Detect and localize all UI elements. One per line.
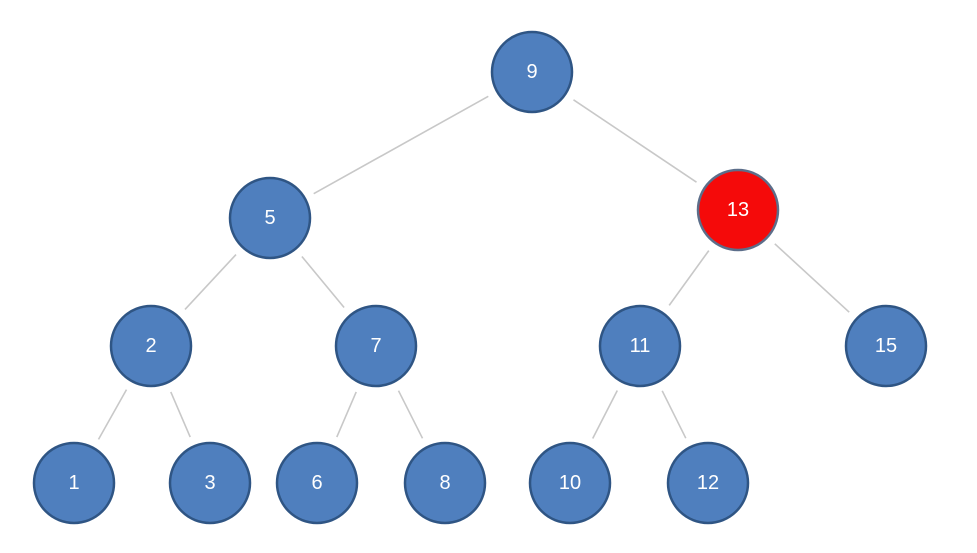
tree-edge-11-10 (591, 390, 619, 439)
node-label: 1 (68, 472, 79, 494)
tree-node-7: 7 (334, 304, 418, 388)
node-label: 3 (204, 472, 215, 494)
node-circle (403, 441, 487, 525)
tree-node-15: 15 (844, 304, 928, 388)
tree-edge-9-13 (573, 99, 697, 183)
node-circle (334, 304, 418, 388)
highlighted-node-circle (696, 168, 780, 252)
tree-node-5: 5 (228, 176, 312, 260)
node-label: 8 (439, 472, 450, 494)
tree-node-12: 12 (666, 441, 750, 525)
node-label: 7 (370, 335, 381, 357)
node-circle (168, 441, 252, 525)
tree-edge-13-11 (668, 250, 710, 306)
tree-edge-2-3 (170, 391, 191, 438)
tree-node-3: 3 (168, 441, 252, 525)
tree-node-9: 9 (490, 30, 574, 114)
tree-edge-7-8 (397, 390, 424, 439)
node-circle (666, 441, 750, 525)
tree-edge-5-2 (184, 254, 237, 310)
tree-node-1: 1 (32, 441, 116, 525)
tree-edge-11-12 (661, 390, 687, 439)
node-circle (275, 441, 359, 525)
node-label: 9 (526, 61, 537, 83)
node-circle (109, 304, 193, 388)
node-label: 6 (311, 472, 322, 494)
node-circle (490, 30, 574, 114)
node-circle (528, 441, 612, 525)
node-circle (598, 304, 682, 388)
tree-edge-9-5 (313, 95, 489, 195)
tree-node-11: 11 (598, 304, 682, 388)
tree-edges (97, 95, 850, 440)
tree-edge-2-1 (97, 389, 128, 440)
tree-node-8: 8 (403, 441, 487, 525)
tree-node-6: 6 (275, 441, 359, 525)
tree-edge-5-7 (301, 255, 345, 309)
tree-edge-13-15 (774, 243, 850, 313)
tree-node-13: 13 (696, 168, 780, 252)
node-circle (32, 441, 116, 525)
node-label: 10 (559, 472, 581, 494)
node-label: 13 (727, 199, 749, 221)
node-label: 15 (875, 335, 897, 357)
node-circle (228, 176, 312, 260)
tree-node-2: 2 (109, 304, 193, 388)
node-circle (844, 304, 928, 388)
node-label: 12 (697, 472, 719, 494)
node-label: 11 (630, 335, 651, 357)
node-label: 5 (264, 207, 275, 229)
tree-node-10: 10 (528, 441, 612, 525)
node-label: 2 (145, 335, 156, 357)
tree-edge-7-6 (336, 391, 357, 438)
